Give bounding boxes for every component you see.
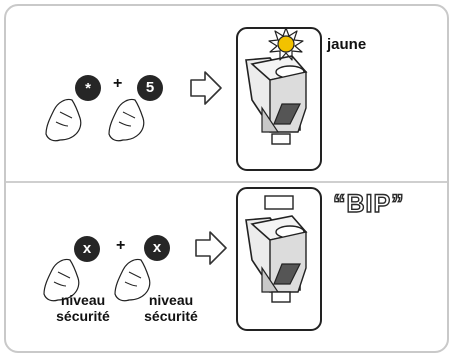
indicator-color-label: jaune <box>327 36 367 53</box>
key-caption-1-line-2: sécurité <box>56 308 110 324</box>
flashing-light-icon <box>268 27 304 61</box>
keypad-device-icon-2 <box>236 187 322 331</box>
right-arrow-icon-2 <box>195 231 227 265</box>
section-divider <box>6 181 447 183</box>
plus-sign-bottom: + <box>116 237 126 254</box>
key-five-label: 5 <box>145 79 155 96</box>
key-caption-2: niveau sécurité <box>138 292 204 324</box>
hand-finger-press-icon-1 <box>45 98 82 142</box>
right-arrow-icon <box>190 71 222 105</box>
beep-sound-label: “BIP” <box>332 189 405 218</box>
plus-sign-top: + <box>113 75 123 92</box>
key-caption-1-line-1: niveau <box>60 292 106 308</box>
key-five[interactable] <box>137 75 163 101</box>
key-caption-2-line-1: niveau <box>148 292 194 308</box>
keypad-device-icon <box>236 27 322 171</box>
key-x-2[interactable] <box>144 235 170 261</box>
key-caption-2-line-2: sécurité <box>144 308 198 324</box>
key-star[interactable] <box>75 75 101 101</box>
key-x-1-label: x <box>82 240 92 257</box>
instruction-panel <box>4 4 449 353</box>
key-x-2-label: x <box>152 239 162 256</box>
key-star-label: * <box>85 80 91 97</box>
hand-finger-press-icon-2 <box>108 98 145 142</box>
key-x-1[interactable] <box>74 236 100 262</box>
key-caption-1: niveau sécurité <box>50 292 116 324</box>
